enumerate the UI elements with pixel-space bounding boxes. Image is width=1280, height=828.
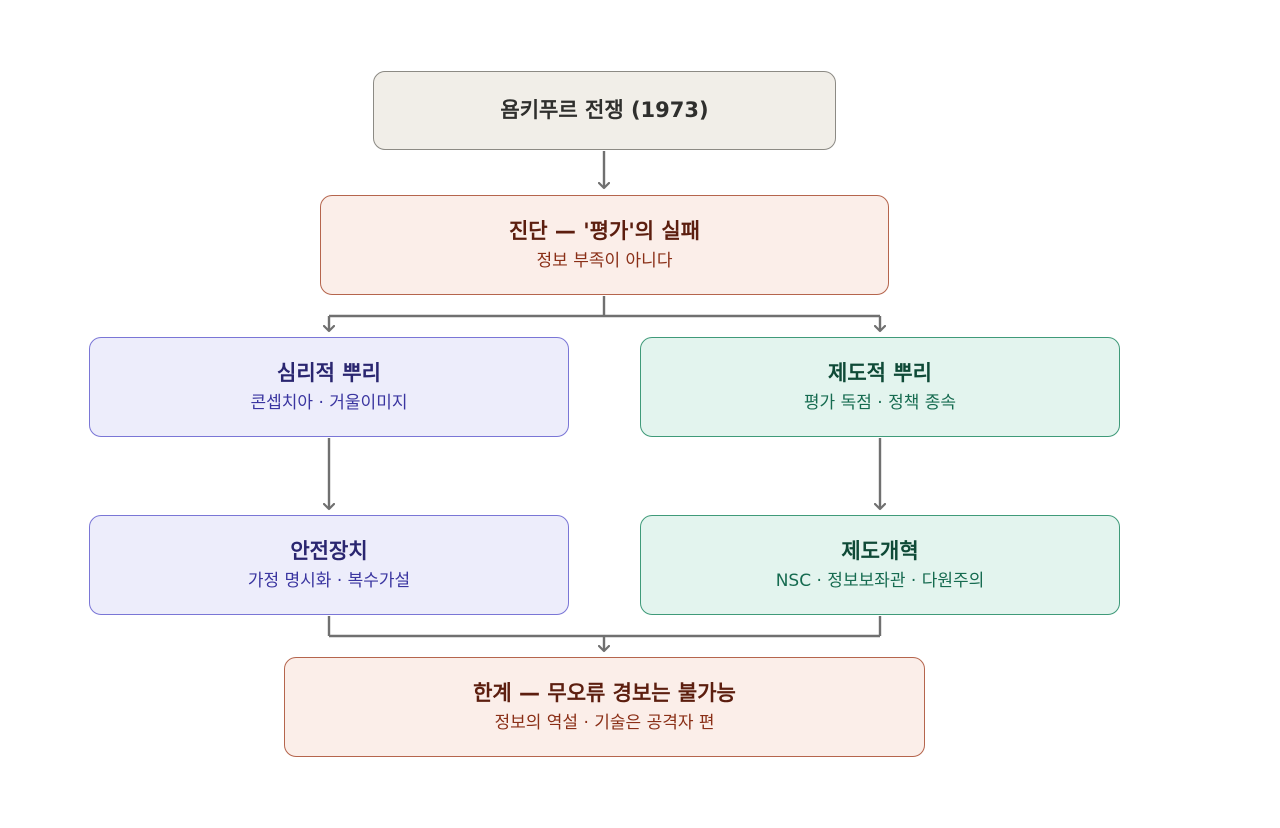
node-subtitle: 정보의 역설 · 기술은 공격자 편 [494,713,715,733]
node-subtitle: NSC · 정보보좌관 · 다원주의 [775,571,985,591]
node-yom-kippur-war: 욤키푸르 전쟁 (1973) [373,71,836,150]
node-subtitle: 가정 명시화 · 복수가설 [247,571,411,591]
node-subtitle: 평가 독점 · 정책 종속 [803,393,957,413]
node-diagnosis: 진단 — '평가'의 실패 정보 부족이 아니다 [320,195,889,295]
node-limits: 한계 — 무오류 경보는 불가능 정보의 역설 · 기술은 공격자 편 [284,657,925,757]
node-safeguards: 안전장치 가정 명시화 · 복수가설 [89,515,569,615]
node-title: 한계 — 무오류 경보는 불가능 [473,680,736,705]
node-subtitle: 정보 부족이 아니다 [536,251,673,271]
node-psychological-roots: 심리적 뿌리 콘셉치아 · 거울이미지 [89,337,569,437]
node-title: 제도개혁 [841,538,919,563]
node-institutional-roots: 제도적 뿌리 평가 독점 · 정책 종속 [640,337,1120,437]
node-subtitle: 콘셉치아 · 거울이미지 [250,393,408,413]
node-institutional-reform: 제도개혁 NSC · 정보보좌관 · 다원주의 [640,515,1120,615]
node-title: 안전장치 [290,538,368,563]
node-title: 진단 — '평가'의 실패 [508,218,701,243]
node-title: 심리적 뿌리 [277,360,381,385]
node-title: 욤키푸르 전쟁 (1973) [500,98,709,123]
node-title: 제도적 뿌리 [828,360,932,385]
